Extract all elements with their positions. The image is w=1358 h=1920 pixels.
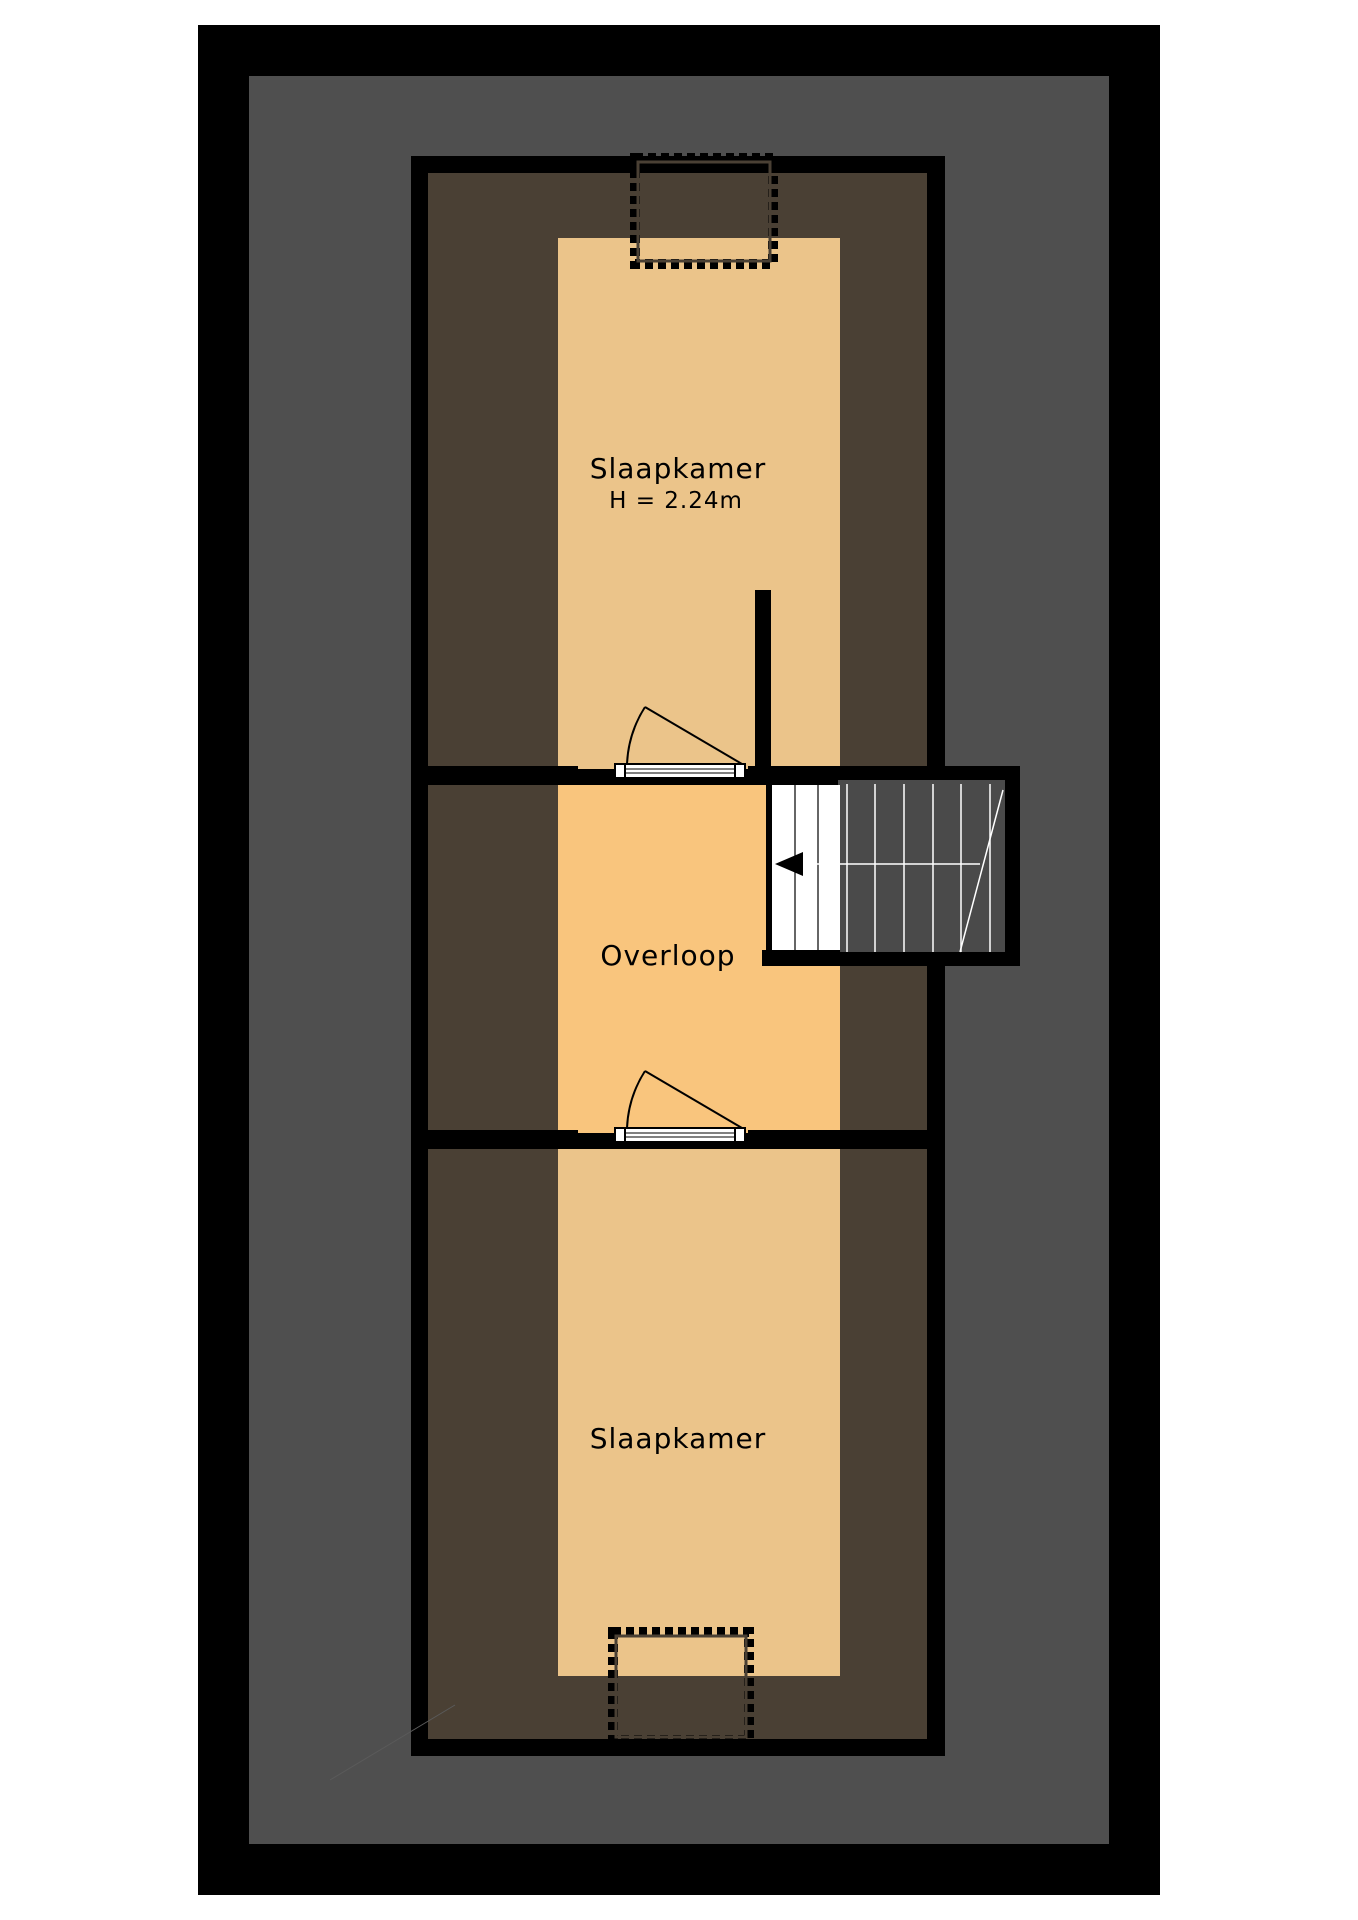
door-swing-icon <box>626 1070 646 1129</box>
wall-stub <box>755 590 771 770</box>
partition-wall-top <box>428 766 578 785</box>
door-jamb <box>614 763 626 779</box>
arrow-left-icon <box>775 852 803 876</box>
door-frame <box>614 1127 746 1143</box>
partition-wall-bottom <box>428 1130 578 1149</box>
landing-label: Overloop <box>600 939 735 972</box>
bottom-bedroom-floor <box>558 1149 840 1676</box>
door-jamb <box>734 763 746 779</box>
top-bedroom-floor <box>558 238 840 769</box>
stair-cut-line <box>959 789 1004 953</box>
bottom-bedroom-label: Slaapkamer <box>590 1422 767 1455</box>
skylight-dashed-icon <box>608 1627 754 1745</box>
stair-treads <box>846 784 991 952</box>
door-jamb <box>734 1127 746 1143</box>
door-swing-icon <box>626 706 646 765</box>
skylight-dashed-icon <box>630 153 778 269</box>
partition-wall-bottom <box>748 1130 928 1149</box>
top-bedroom-height-label: H = 2.24m <box>609 488 743 514</box>
door-top-bedroom[interactable] <box>614 706 746 779</box>
stair-landing-stub <box>762 950 840 966</box>
stair-run-light <box>772 785 840 952</box>
stair-run-dark <box>838 780 1005 952</box>
staircase[interactable] <box>762 766 1020 966</box>
door-leaf <box>644 706 743 765</box>
roof-hint-line <box>329 1704 456 1781</box>
top-bedroom-label: Slaapkamer <box>590 452 767 485</box>
door-bottom-bedroom[interactable] <box>614 1070 746 1143</box>
door-jamb <box>614 1127 626 1143</box>
door-frame <box>614 763 746 779</box>
door-leaf <box>644 1070 743 1129</box>
